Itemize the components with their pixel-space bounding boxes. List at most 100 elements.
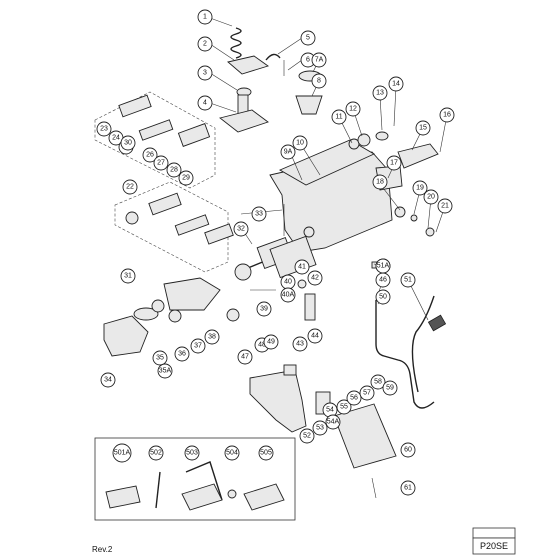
callout-number: 504: [226, 450, 238, 457]
callout-circle: [382, 380, 398, 396]
callout-number: 3: [203, 70, 207, 77]
callout-number: 35: [156, 355, 164, 362]
callout-number: 35A: [159, 368, 172, 375]
callout-circle: [311, 73, 327, 89]
callout-circle: [256, 301, 272, 317]
callout-number: 501A: [114, 450, 131, 457]
callout-number: 37: [194, 343, 202, 350]
part-callout-27: 27: [153, 155, 169, 171]
part-callout-31: 31: [120, 268, 136, 284]
callout-circle: [345, 101, 361, 117]
callout-number: 51: [404, 277, 412, 284]
part-callout-43: 43: [292, 336, 308, 352]
part-callout-39: 39: [256, 301, 272, 317]
callout-number: 18: [376, 179, 384, 186]
part-callout-51: 51: [400, 272, 416, 288]
callout-circle: [100, 372, 116, 388]
model-name-cell: [472, 537, 516, 555]
callout-number: 57: [363, 390, 371, 397]
callout-circle: [423, 189, 439, 205]
callout-circle: [415, 120, 431, 136]
callout-circle: [292, 135, 308, 151]
part-callout-59: 59: [382, 380, 398, 396]
callout-circle: [325, 414, 341, 430]
callout-circle: [292, 336, 308, 352]
callout-number: 48: [258, 342, 266, 349]
callout-circle: [148, 445, 164, 461]
part-callout-1: 1: [197, 9, 213, 25]
callout-circle: [122, 179, 138, 195]
part-callout-5: 5: [300, 30, 316, 46]
part-callout-4: 4: [197, 95, 213, 111]
callout-number: 13: [376, 90, 384, 97]
callout-circle: [280, 144, 296, 160]
callout-circle: [400, 480, 416, 496]
callout-number: 60: [404, 447, 412, 454]
callout-number: 51A: [377, 263, 390, 270]
callout-number: 14: [392, 81, 400, 88]
callout-circle: [197, 95, 213, 111]
callout-number: 33: [255, 211, 263, 218]
callout-number: 20: [427, 194, 435, 201]
part-callout-11: 11: [331, 109, 347, 125]
callout-number: 23: [100, 126, 108, 133]
callout-circle: [120, 135, 136, 151]
footer: Rev.2 P20SE: [92, 527, 516, 555]
callout-number: 16: [443, 112, 451, 119]
part-callout-61: 61: [400, 480, 416, 496]
callout-circle: [372, 174, 388, 190]
callout-number: 9A: [284, 149, 293, 156]
callout-number: 502: [150, 450, 162, 457]
callout-number: 47: [241, 354, 249, 361]
callout-circle: [237, 349, 253, 365]
callout-circle: [142, 147, 158, 163]
callout-number: 54A: [327, 419, 340, 426]
part-callout-35: 35: [152, 350, 168, 366]
callout-number: 39: [260, 306, 268, 313]
part-callout-42: 42: [307, 270, 323, 286]
callout-circle: [311, 52, 327, 68]
callout-circle: [251, 206, 267, 222]
callout-circle: [157, 363, 173, 379]
part-callout-29: 29: [178, 170, 194, 186]
callout-number: 19: [416, 185, 424, 192]
callout-number: 12: [349, 106, 357, 113]
callout-number: 56: [350, 395, 358, 402]
callout-number: 58: [374, 379, 382, 386]
callout-circle: [120, 268, 136, 284]
part-callout-15: 15: [415, 120, 431, 136]
part-callout-33: 33: [251, 206, 267, 222]
parts-drawing: [94, 27, 447, 521]
callout-number: 30: [124, 140, 132, 147]
callout-number: 59: [386, 385, 394, 392]
callout-number: 22: [126, 184, 134, 191]
callout-number: 44: [311, 333, 319, 340]
revision-label: Rev.2: [92, 545, 113, 554]
callout-number: 26: [146, 152, 154, 159]
callout-number: 2: [203, 41, 207, 48]
part-callout-38: 38: [204, 329, 220, 345]
callout-circle: [307, 270, 323, 286]
callout-circle: [280, 287, 296, 303]
callout-circle: [370, 374, 386, 390]
callout-number: 7A: [315, 57, 324, 64]
part-callout-30: 30: [120, 135, 136, 151]
callout-circle: [400, 442, 416, 458]
callout-circle: [400, 272, 416, 288]
part-callout-502: 502: [148, 445, 164, 461]
part-callout-40: 40: [280, 274, 296, 290]
part-callout-53: 53: [312, 420, 328, 436]
callout-number: 5: [306, 35, 310, 42]
callout-circle: [112, 443, 132, 463]
callout-circle: [386, 155, 402, 171]
callout-circle: [166, 162, 182, 178]
part-callout-54a: 54A: [325, 414, 341, 430]
part-callout-503: 503: [184, 445, 200, 461]
part-callout-8: 8: [311, 73, 327, 89]
part-callout-44: 44: [307, 328, 323, 344]
part-callout-60: 60: [400, 442, 416, 458]
part-callout-10: 10: [292, 135, 308, 151]
callout-number: 4: [203, 100, 207, 107]
